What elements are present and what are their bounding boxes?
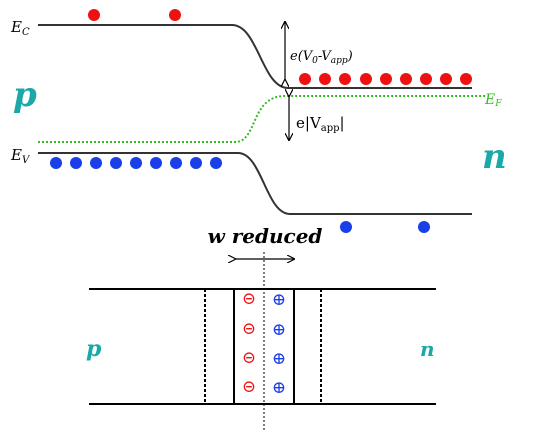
electron — [440, 73, 452, 85]
conduction-band-line — [38, 24, 472, 89]
electron — [88, 9, 100, 21]
hole — [50, 157, 62, 169]
n-region-label: n — [482, 137, 507, 177]
valence-band-line — [38, 152, 472, 215]
electron — [360, 73, 372, 85]
hole — [110, 157, 122, 169]
hole — [130, 157, 142, 169]
electron — [169, 9, 181, 21]
hole — [150, 157, 162, 169]
positive-ion: ⊕ — [272, 320, 286, 340]
junction-p-label: p — [86, 336, 102, 362]
p-region-label: p — [13, 75, 37, 115]
electron — [319, 73, 331, 85]
hole — [170, 157, 182, 169]
positive-ion: ⊕ — [272, 378, 286, 398]
electron-group — [88, 9, 472, 85]
electron — [380, 73, 392, 85]
negative-ion: ⊝ — [242, 348, 256, 368]
band-diagram: EC EV EF p n e(V0-Vapp) e|Vapp| — [10, 9, 507, 233]
electron — [400, 73, 412, 85]
junction-n-label: n — [420, 337, 435, 361]
electron — [460, 73, 472, 85]
hole — [418, 221, 430, 233]
applied-voltage-label: e|Vapp| — [296, 114, 345, 134]
positive-ion: ⊕ — [272, 349, 286, 369]
hole — [340, 221, 352, 233]
negative-ion: ⊝ — [242, 319, 256, 339]
ev-label: EV — [10, 146, 31, 166]
electron — [339, 73, 351, 85]
ec-label: EC — [10, 18, 30, 38]
electron — [299, 73, 311, 85]
electron — [420, 73, 432, 85]
hole-group — [50, 157, 430, 233]
hole — [90, 157, 102, 169]
hole — [70, 157, 82, 169]
hole — [210, 157, 222, 169]
ef-label: EF — [484, 92, 502, 109]
junction-sketch: w reduced p n ⊝ ⊝ ⊝ ⊝ ⊕ ⊕ ⊕ ⊕ — [86, 224, 436, 432]
negative-ion: ⊝ — [242, 289, 256, 309]
barrier-height-label: e(V0-Vapp) — [290, 49, 353, 66]
hole — [190, 157, 202, 169]
negative-ions: ⊝ ⊝ ⊝ ⊝ — [242, 289, 256, 397]
positive-ion: ⊕ — [272, 290, 286, 310]
negative-ion: ⊝ — [242, 377, 256, 397]
fermi-level-line — [38, 95, 486, 143]
width-reduced-label: w reduced — [208, 224, 323, 248]
positive-ions: ⊕ ⊕ ⊕ ⊕ — [272, 290, 286, 398]
